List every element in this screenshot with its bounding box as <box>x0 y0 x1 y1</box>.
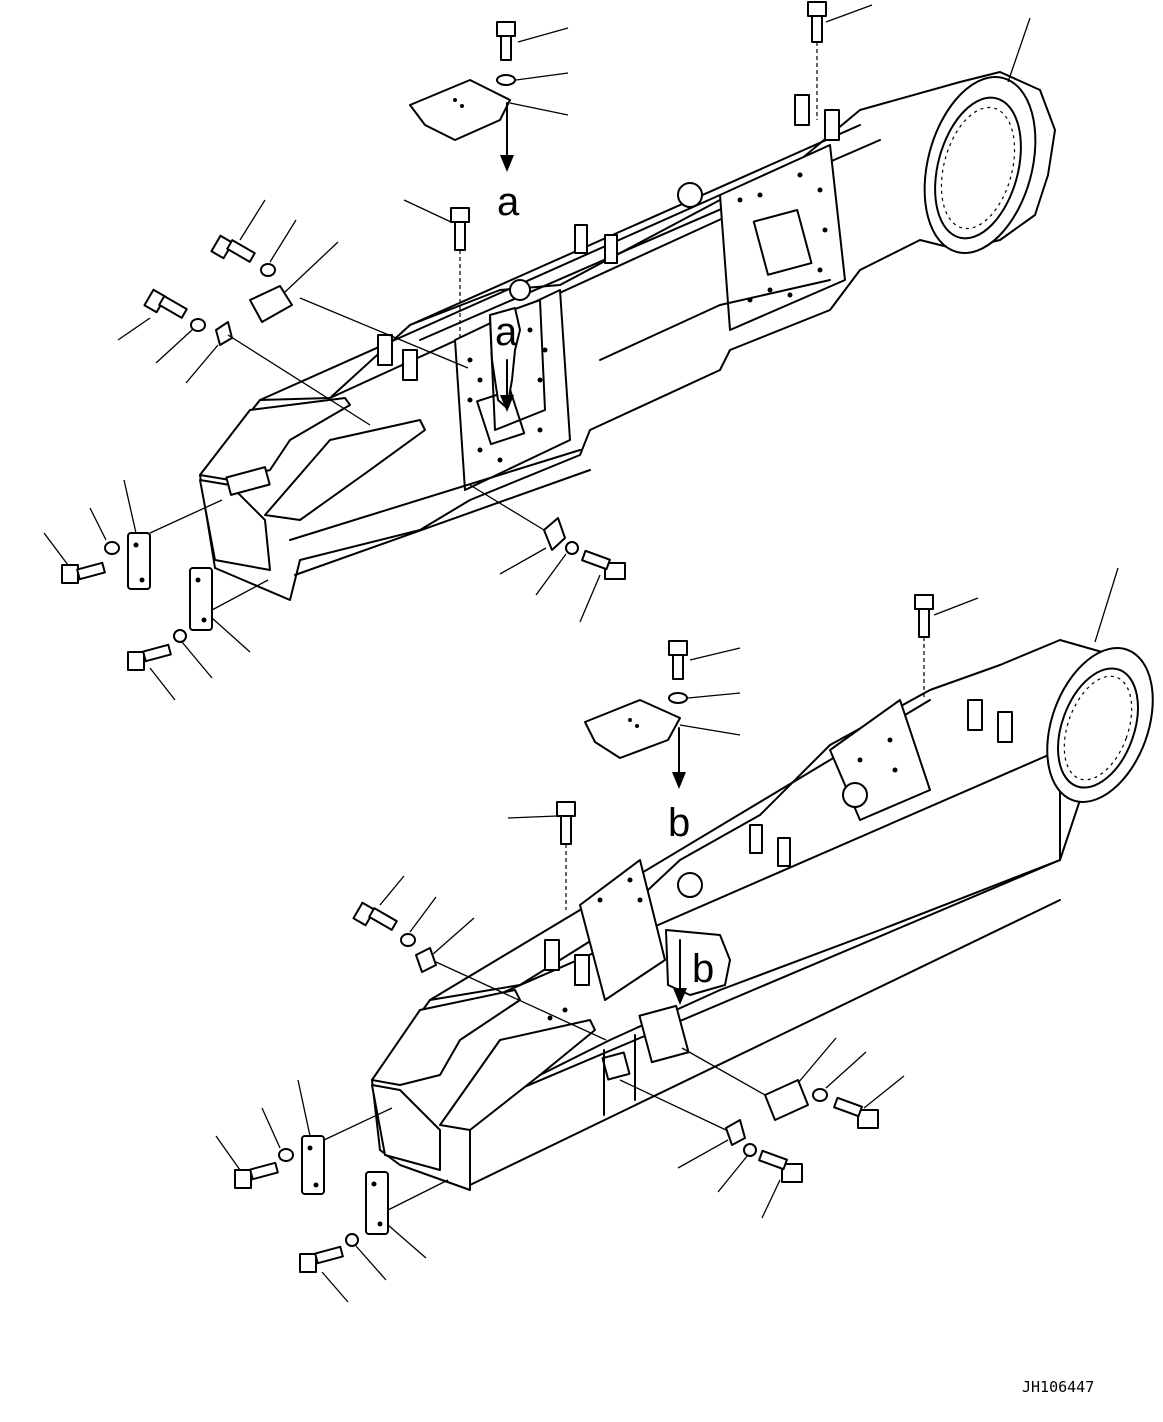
view-a-label-top: a <box>497 180 520 224</box>
upper-top-bolt <box>496 21 516 86</box>
upper-center-bolt <box>450 207 470 340</box>
upper-track-frame <box>199 71 1056 601</box>
lower-right-covers <box>725 1079 879 1183</box>
view-a-label-window: a <box>495 310 518 354</box>
upper-leader-lines <box>43 4 1031 701</box>
upper-left-bolts <box>143 234 293 346</box>
view-b-label-top: b <box>668 801 690 845</box>
upper-rear-bolt <box>807 1 827 120</box>
lower-top-bolt <box>668 640 688 704</box>
view-b-window <box>665 929 731 1005</box>
lower-left-bolts <box>352 901 437 973</box>
lower-end-plates <box>234 1135 389 1273</box>
upper-right-cover <box>543 517 626 580</box>
lower-rear-bolt <box>914 594 934 700</box>
lower-center-bolt <box>556 801 576 910</box>
upper-cover-plate <box>409 79 511 141</box>
view-b-label-window: b <box>692 947 714 991</box>
view-b-arrow <box>672 727 686 789</box>
lower-track-frame <box>371 639 1154 1191</box>
lower-cover-plate <box>584 699 681 759</box>
view-a-arrow <box>500 102 514 172</box>
view-a-window <box>489 307 521 412</box>
lower-leader-lines <box>215 567 1119 1303</box>
upper-end-plates <box>61 532 213 671</box>
drawing-code: JH106447 <box>1022 1378 1094 1396</box>
